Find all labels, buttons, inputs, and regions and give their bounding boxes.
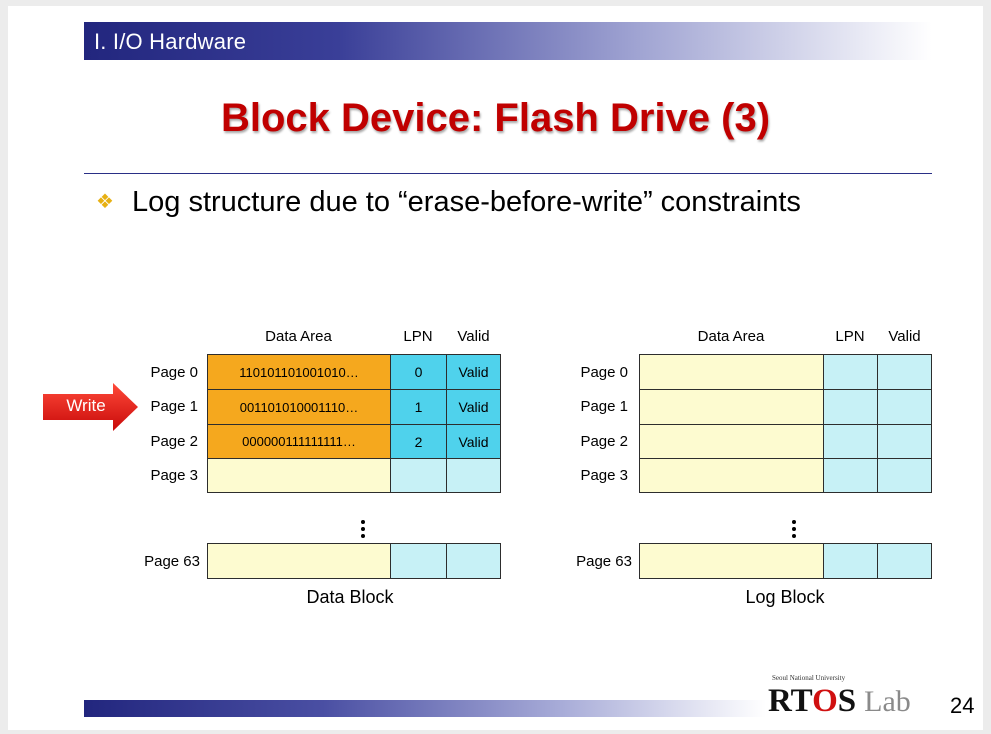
log-block-data-cell bbox=[639, 389, 824, 425]
section-header-bar: I. I/O Hardware bbox=[84, 22, 932, 60]
log-block-header-lpn: LPN bbox=[835, 328, 865, 345]
data-block-data-cell bbox=[207, 458, 391, 493]
data-block-data-cell: 110101101001010… bbox=[207, 354, 391, 390]
log-block-page-label: Page 3 bbox=[580, 467, 628, 484]
log-block-lpn-cell bbox=[823, 543, 878, 579]
logo-o: O bbox=[812, 683, 838, 719]
university-name: Seoul National University bbox=[772, 674, 846, 682]
data-block-page-label: Page 63 bbox=[144, 553, 200, 570]
write-arrow-label: Write bbox=[66, 396, 106, 415]
log-block-data-cell bbox=[639, 424, 824, 459]
log-block-valid-cell bbox=[877, 389, 932, 425]
log-block-data-cell bbox=[639, 458, 824, 493]
logo-rt: RT bbox=[768, 683, 813, 719]
write-arrow-icon bbox=[43, 383, 138, 431]
data-block-page-label: Page 2 bbox=[150, 433, 198, 450]
data-block-valid-cell: Valid bbox=[446, 424, 501, 459]
logo-lab: Lab bbox=[864, 685, 911, 718]
log-block-lpn-cell bbox=[823, 389, 878, 425]
log-block-data-cell bbox=[639, 543, 824, 579]
data-block-page-label: Page 1 bbox=[150, 398, 198, 415]
slide-title: Block Device: Flash Drive (3) bbox=[220, 96, 771, 140]
data-block-header-valid: Valid bbox=[457, 328, 490, 345]
data-block-data-cell: 001101010001110… bbox=[207, 389, 391, 425]
data-block-lpn-cell: 1 bbox=[390, 389, 447, 425]
log-block-page-label: Page 63 bbox=[576, 553, 632, 570]
log-block-page-label: Page 1 bbox=[580, 398, 628, 415]
data-block-header-lpn: LPN bbox=[403, 328, 433, 345]
log-block-valid-cell bbox=[877, 424, 932, 459]
section-label: I. I/O Hardware bbox=[94, 29, 247, 54]
data-block-lpn-cell: 0 bbox=[390, 354, 447, 390]
log-block-valid-cell bbox=[877, 543, 932, 579]
diamond-bullet-icon: ❖ bbox=[96, 191, 114, 213]
data-block-valid-cell bbox=[446, 543, 501, 579]
data-block-lpn-cell bbox=[390, 543, 447, 579]
data-block-caption: Data Block bbox=[306, 587, 394, 607]
log-block-page-label: Page 0 bbox=[580, 364, 628, 381]
logo-s: S bbox=[837, 683, 857, 719]
footer-bar bbox=[84, 700, 766, 717]
data-block-lpn-cell: 2 bbox=[390, 424, 447, 459]
title-divider bbox=[84, 173, 932, 174]
log-block-header-data-area: Data Area bbox=[697, 328, 765, 345]
log-block-lpn-cell bbox=[823, 458, 878, 493]
log-block-data-cell bbox=[639, 354, 824, 390]
data-block-valid-cell: Valid bbox=[446, 389, 501, 425]
data-block-page-label: Page 0 bbox=[150, 364, 198, 381]
data-block-valid-cell bbox=[446, 458, 501, 493]
log-block-ellipsis bbox=[792, 520, 796, 538]
data-block-header-data-area: Data Area bbox=[265, 328, 332, 345]
bullet-text: Log structure due to “erase-before-write… bbox=[132, 186, 801, 218]
log-block-lpn-cell bbox=[823, 424, 878, 459]
data-block-data-cell bbox=[207, 543, 391, 579]
log-block-valid-cell bbox=[877, 458, 932, 493]
data-block-lpn-cell bbox=[390, 458, 447, 493]
log-block-caption: Log Block bbox=[745, 587, 825, 607]
data-block-ellipsis bbox=[361, 520, 365, 538]
log-block-lpn-cell bbox=[823, 354, 878, 390]
log-block-header-valid: Valid bbox=[888, 328, 921, 345]
data-block-page-label: Page 3 bbox=[150, 467, 198, 484]
log-block-valid-cell bbox=[877, 354, 932, 390]
log-block-page-label: Page 2 bbox=[580, 433, 628, 450]
data-block-data-cell: 000000111111111… bbox=[207, 424, 391, 459]
data-block-valid-cell: Valid bbox=[446, 354, 501, 390]
page-number: 24 bbox=[950, 693, 975, 718]
